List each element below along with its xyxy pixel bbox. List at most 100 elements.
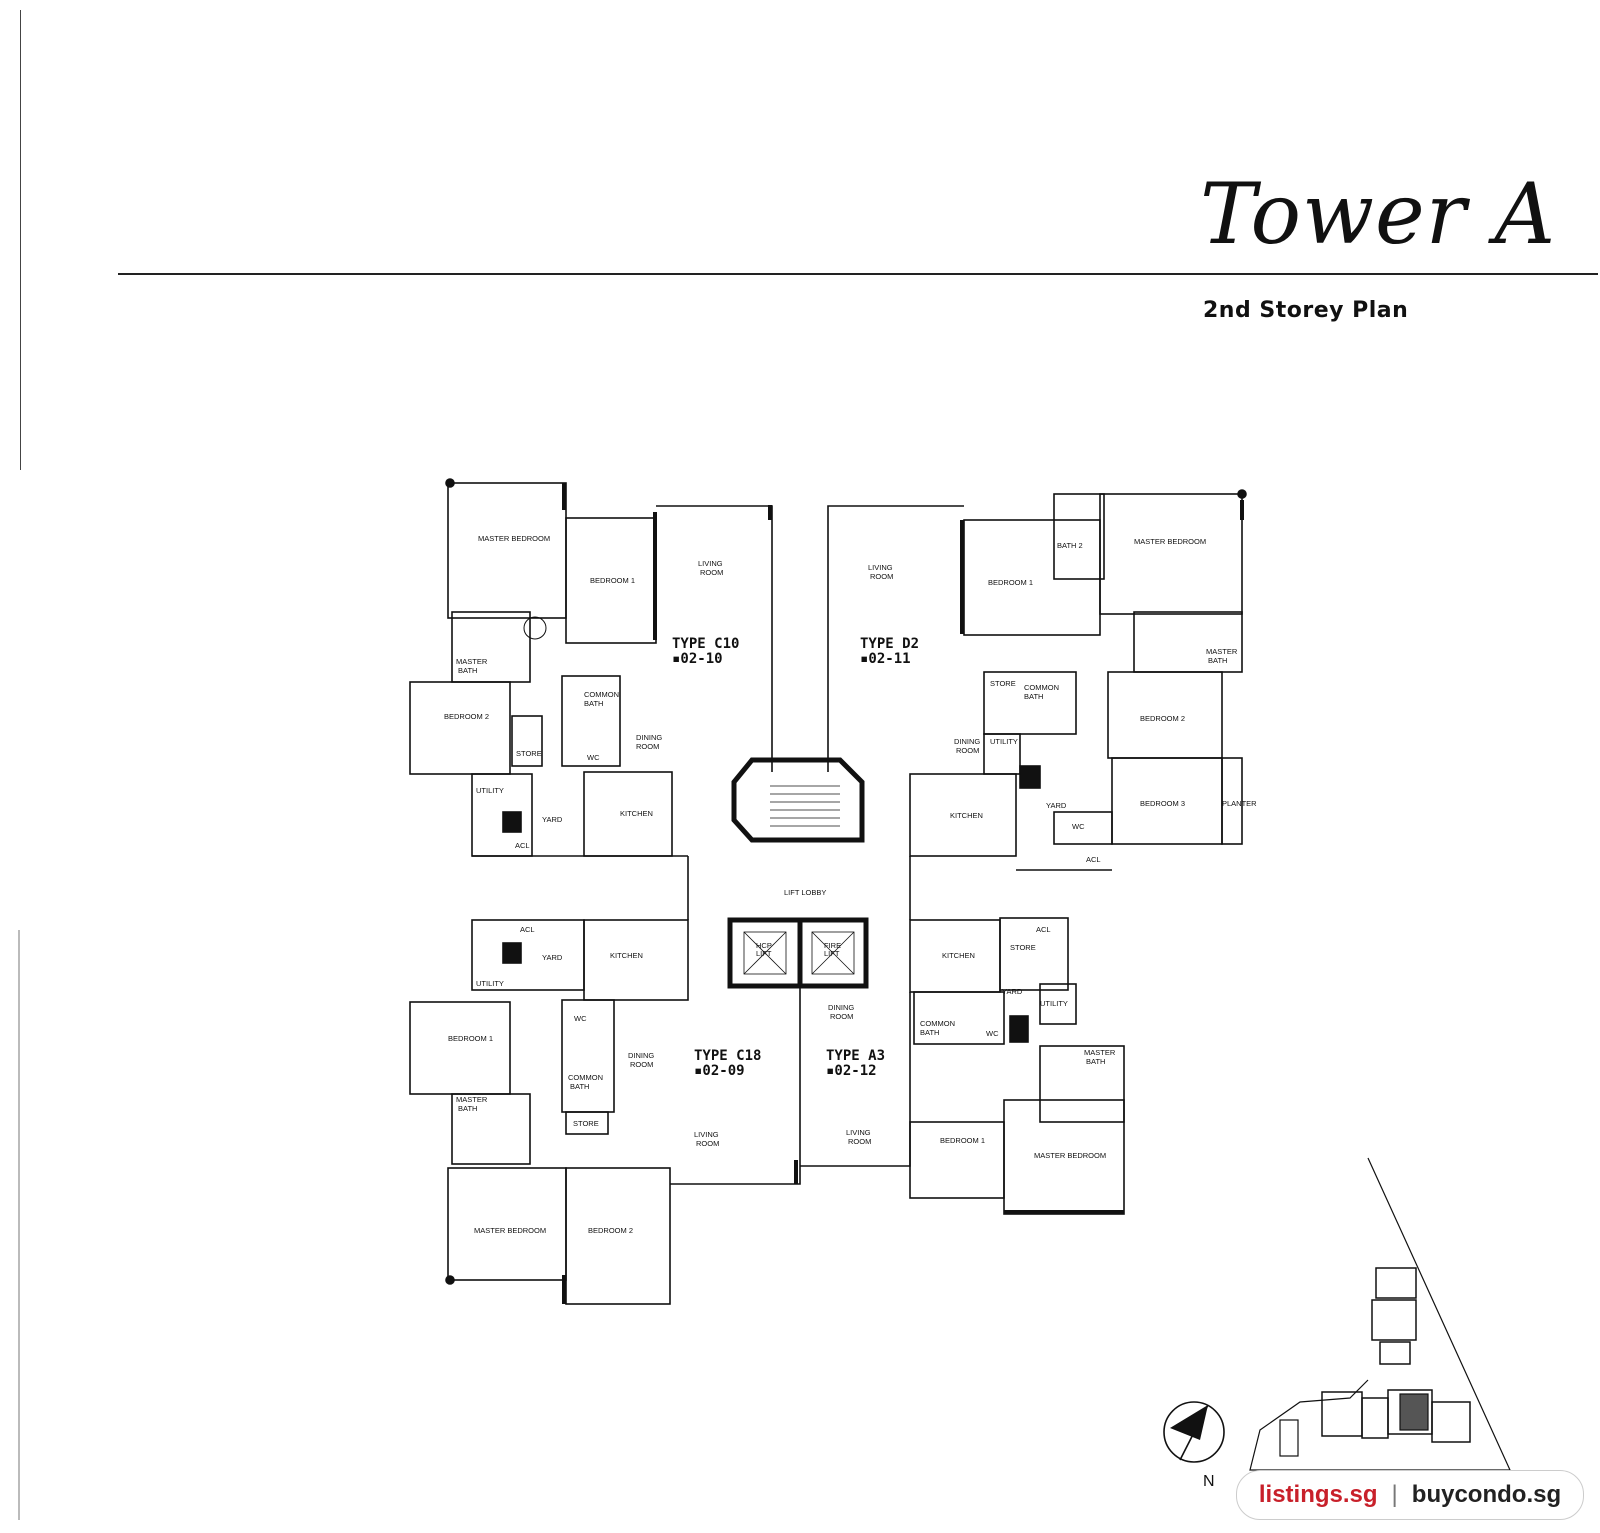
unit-type-label: TYPE C10 — [672, 636, 739, 652]
c10-common-bath — [561, 675, 621, 767]
c18-master-bath — [451, 1093, 531, 1165]
label-room: ROOM — [848, 1137, 871, 1146]
c10-door-swing — [523, 616, 547, 640]
label-dining: DINING — [636, 733, 662, 742]
label-dining: DINING — [828, 1003, 854, 1012]
label-wc: WC — [1072, 822, 1085, 831]
label-master-bedroom: MASTER BEDROOM — [1034, 1151, 1106, 1160]
label-living: LIVING — [698, 559, 723, 568]
label-bath: BATH — [1086, 1057, 1105, 1066]
label-master-bedroom: MASTER BEDROOM — [474, 1226, 546, 1235]
label-bedroom-3: BEDROOM 3 — [1140, 799, 1185, 808]
watermark-badge: listings.sg | buycondo.sg — [1236, 1470, 1584, 1520]
key-plan — [1249, 1157, 1511, 1471]
label-store: STORE — [1010, 943, 1036, 952]
label-common: COMMON — [584, 690, 619, 699]
stair-treads — [770, 785, 840, 827]
a3-common-bath — [913, 991, 1005, 1045]
c10-master-bedroom — [447, 482, 567, 619]
label-wc: WC — [574, 1014, 587, 1023]
unit-c10 — [409, 478, 773, 857]
c18-common-bath — [561, 999, 615, 1113]
room-labels: MASTER BEDROOM BEDROOM 1 LIVING ROOM MAS… — [444, 534, 1257, 1235]
c18-store — [565, 1111, 609, 1135]
unit-number-label: ▪02-10 — [672, 651, 723, 667]
label-kitchen: KITCHEN — [620, 809, 653, 818]
label-room: ROOM — [870, 572, 893, 581]
c18-living-wall — [670, 986, 801, 1185]
label-bedroom-1: BEDROOM 1 — [988, 578, 1033, 587]
c10-store — [511, 715, 543, 767]
label-living: LIVING — [868, 563, 893, 572]
label-lift-lobby: LIFT LOBBY — [784, 888, 826, 897]
label-yard: YARD — [542, 815, 563, 824]
stair-core — [731, 757, 865, 843]
c18-corner-post — [445, 1275, 455, 1285]
label-master: MASTER — [456, 657, 488, 666]
label-lift: LIFT — [756, 949, 772, 958]
c10-corner-post — [445, 478, 455, 488]
compass — [1163, 1401, 1225, 1463]
d2-living-wall — [827, 505, 964, 772]
label-acl: ACL — [1036, 925, 1051, 934]
label-bath: BATH — [570, 1082, 589, 1091]
label-living: LIVING — [694, 1130, 719, 1139]
label-acl: ACL — [520, 925, 535, 934]
label-master-bedroom: MASTER BEDROOM — [478, 534, 550, 543]
label-bedroom-1: BEDROOM 1 — [940, 1136, 985, 1145]
c10-bedroom-2 — [409, 681, 511, 775]
label-bedroom-2: BEDROOM 2 — [444, 712, 489, 721]
page-binding-shadow — [18, 930, 20, 1520]
label-planter: PLANTER — [1222, 799, 1257, 808]
lift-crosses — [743, 931, 855, 975]
label-bedroom-2: BEDROOM 2 — [1140, 714, 1185, 723]
label-hcp: HCP — [756, 941, 772, 950]
unit-number-label: ▪02-11 — [860, 651, 911, 667]
label-kitchen: KITCHEN — [610, 951, 643, 960]
label-utility: UTILITY — [476, 786, 504, 795]
unit-type-label: TYPE A3 — [826, 1048, 885, 1064]
a3-store-acl — [999, 917, 1069, 991]
title-rule — [118, 273, 1598, 275]
label-fire: FIRE — [824, 941, 841, 950]
d2-bath-2 — [1053, 493, 1105, 580]
a3-master-bath — [1039, 1045, 1125, 1123]
watermark-separator: | — [1391, 1481, 1398, 1508]
label-bath: BATH — [584, 699, 603, 708]
c18-kitchen — [583, 919, 689, 1001]
d2-wc — [1053, 811, 1113, 845]
north-label: N — [1203, 1473, 1215, 1490]
label-room: ROOM — [636, 742, 659, 751]
a3-yard-fixture — [1009, 1015, 1029, 1043]
c18-bedroom-2 — [565, 1167, 671, 1305]
unit-d2 — [827, 489, 1247, 871]
c18-master-bedroom — [447, 1167, 567, 1281]
label-master-bedroom: MASTER BEDROOM — [1134, 537, 1206, 546]
label-common: COMMON — [568, 1073, 603, 1082]
key-plan-court — [1279, 1419, 1299, 1457]
unit-a3 — [800, 917, 1125, 1215]
label-bath: BATH — [458, 666, 477, 675]
label-room: ROOM — [696, 1139, 719, 1148]
label-bedroom-1: BEDROOM 1 — [590, 576, 635, 585]
label-bedroom-2: BEDROOM 2 — [588, 1226, 633, 1235]
label-room: ROOM — [830, 1012, 853, 1021]
label-common: COMMON — [1024, 683, 1059, 692]
site-boundary — [1249, 1157, 1511, 1471]
c18-yard-fixture — [502, 942, 522, 964]
label-wc: WC — [587, 753, 600, 762]
d2-planter — [1221, 757, 1243, 845]
c18-bedroom-1 — [409, 1001, 511, 1095]
unit-number-label: ▪02-09 — [694, 1063, 745, 1079]
label-room: ROOM — [956, 746, 979, 755]
label-bath: BATH — [920, 1028, 939, 1037]
label-store: STORE — [516, 749, 542, 758]
unit-type-label: TYPE D2 — [860, 636, 919, 652]
unit-type-label: TYPE C18 — [694, 1048, 761, 1064]
label-bedroom-1: BEDROOM 1 — [448, 1034, 493, 1043]
label-kitchen: KITCHEN — [942, 951, 975, 960]
d2-yard-fixture — [1019, 765, 1041, 789]
label-master: MASTER — [456, 1095, 488, 1104]
label-utility: UTILITY — [1040, 999, 1068, 1008]
